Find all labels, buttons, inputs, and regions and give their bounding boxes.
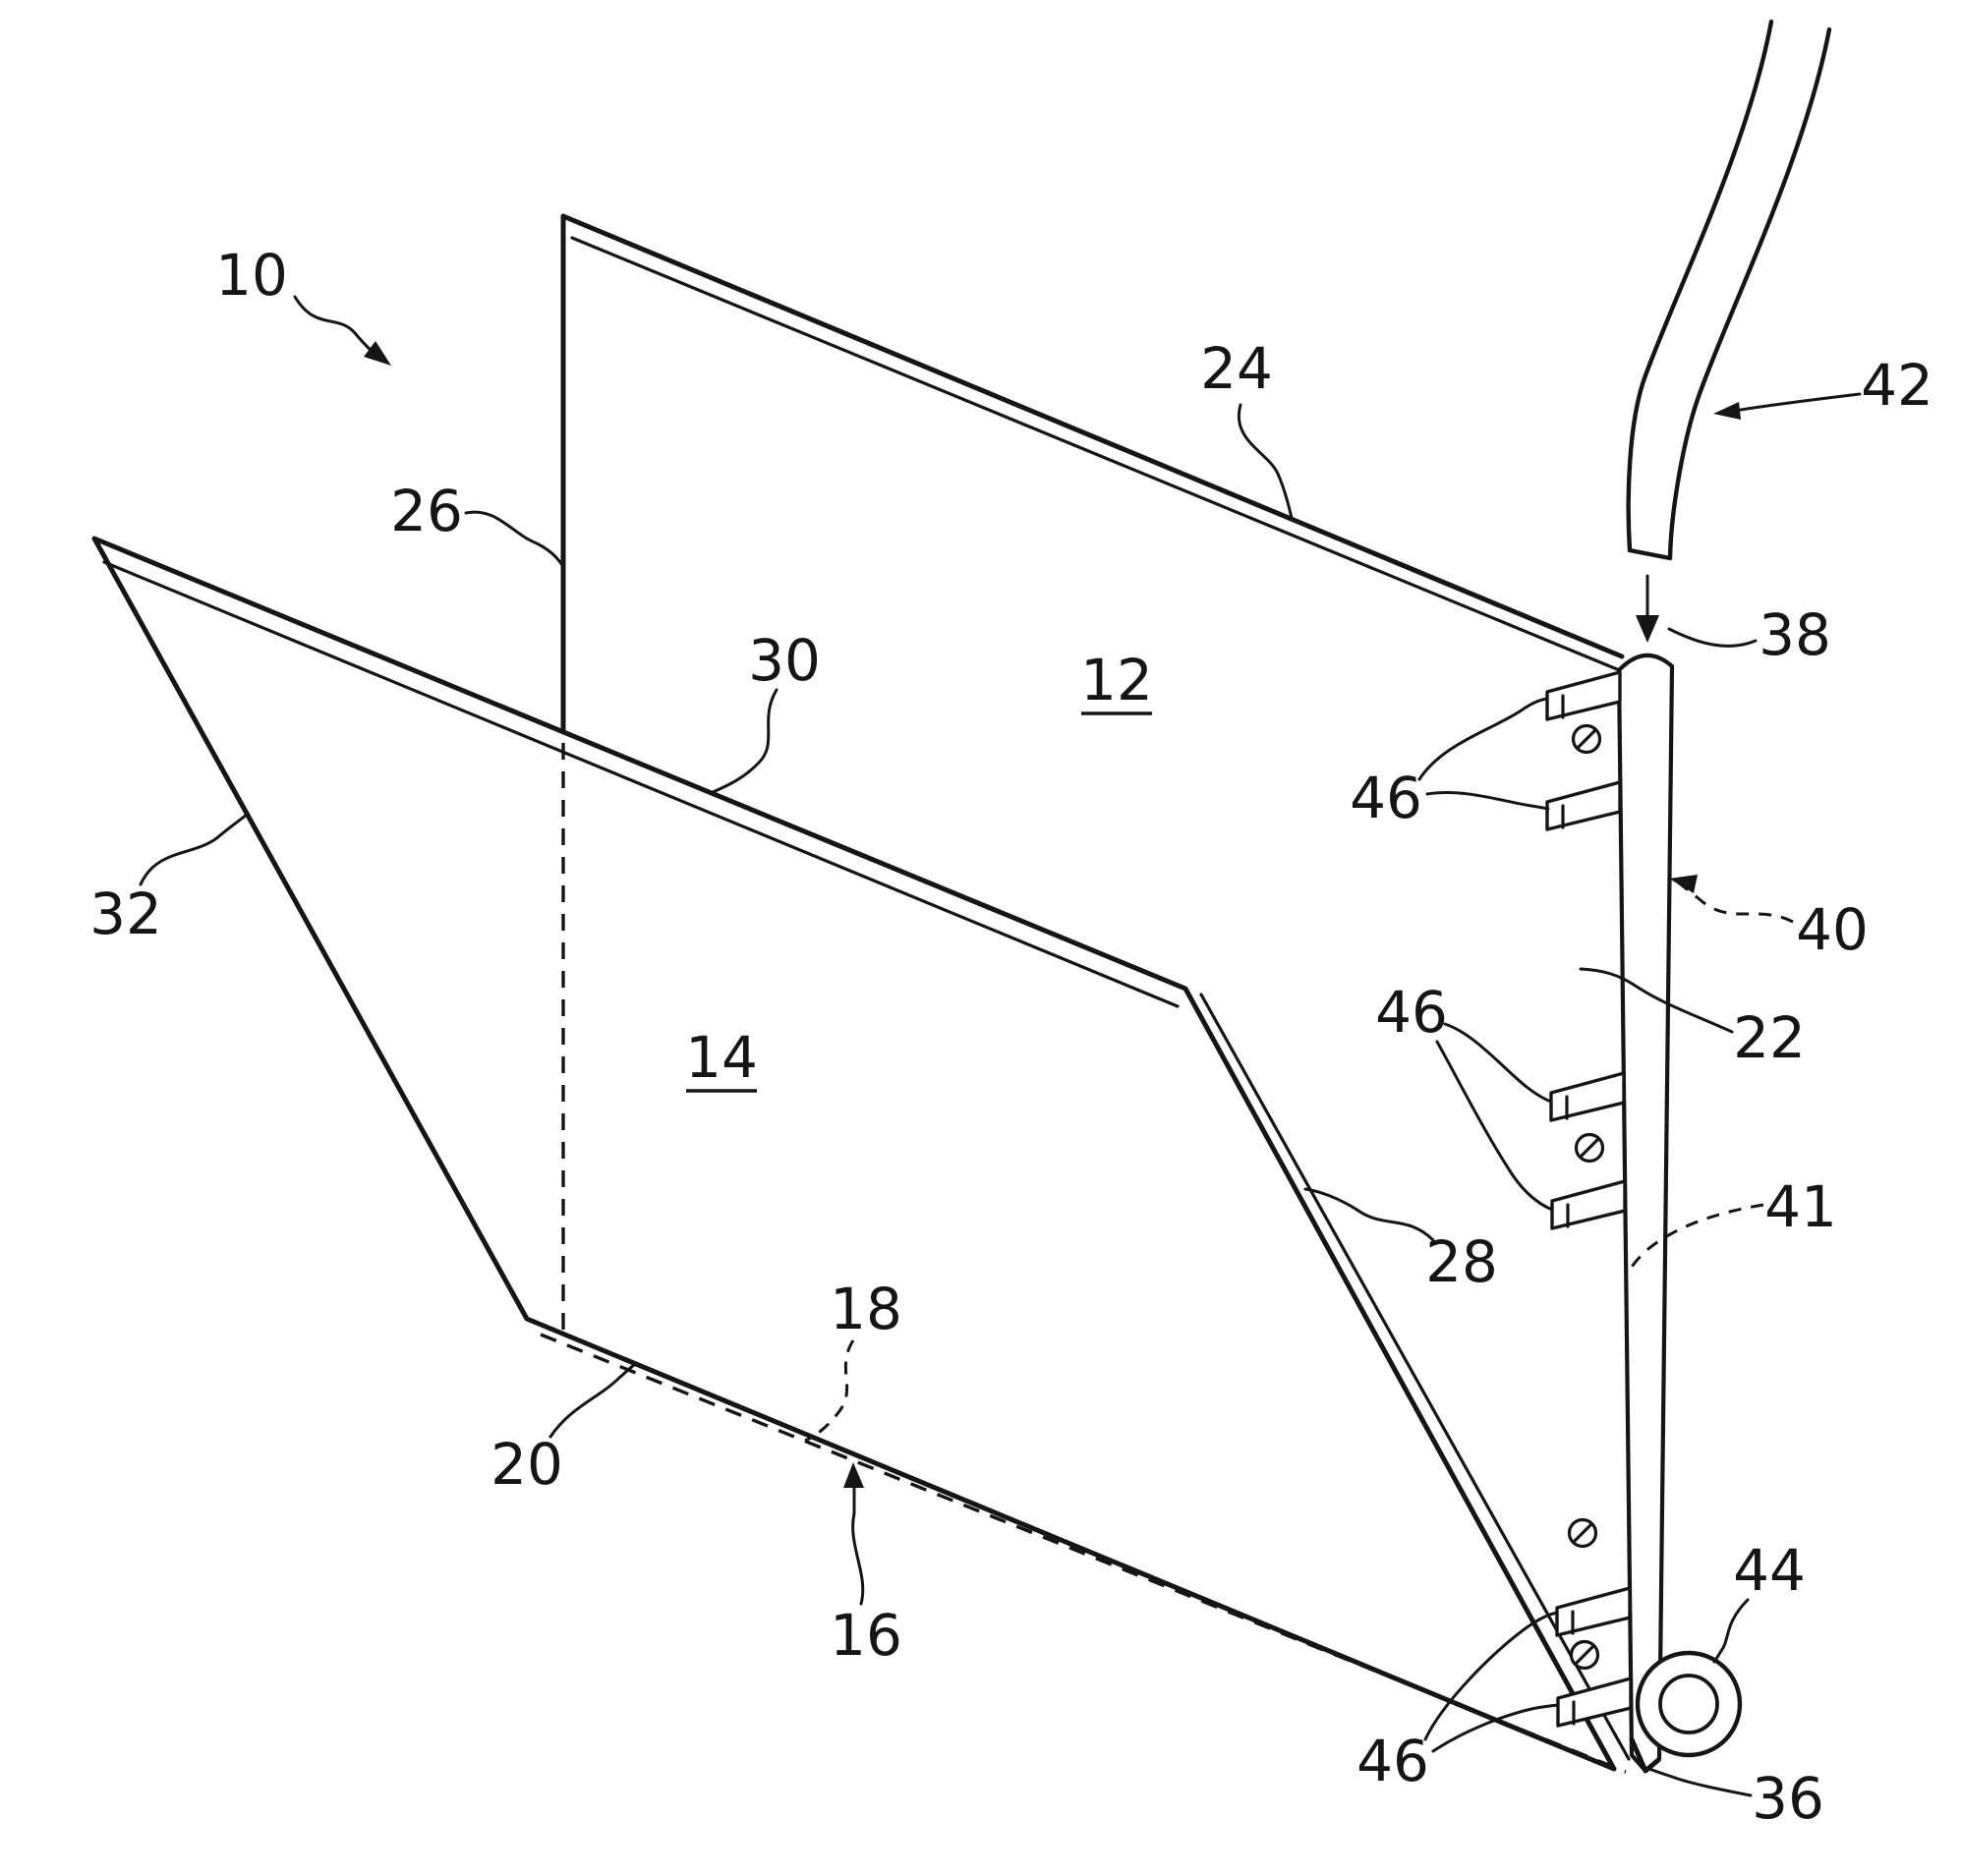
leader-46-top-a [1417, 697, 1549, 781]
leader-41 [1625, 1203, 1764, 1276]
leader-42 [1732, 392, 1862, 413]
leader-20 [548, 1363, 636, 1439]
ref-label-46-bottom: 46 [1356, 1728, 1429, 1794]
strap [1626, 19, 1832, 643]
ref-label-12: 12 [1080, 647, 1153, 713]
front-panel-face [91, 536, 1617, 1772]
leader-30 [709, 688, 779, 795]
leader-16 [851, 1484, 865, 1606]
arrowhead-42 [1713, 402, 1741, 420]
strap-end-cap [1627, 547, 1673, 561]
ref-label-16: 16 [830, 1602, 902, 1669]
ref-label-14: 14 [685, 1024, 758, 1091]
leader-28 [1303, 1187, 1435, 1242]
ref-label-26: 26 [390, 478, 463, 544]
tab-bottom-1 [1555, 1586, 1632, 1637]
tab-top-2 [1545, 780, 1622, 831]
strap-insert-arrowhead [1636, 615, 1659, 643]
leader-10 [293, 295, 378, 358]
leader-46-bottom-b [1431, 1703, 1560, 1753]
arrowhead-16 [843, 1462, 864, 1488]
ring-inner [1658, 1674, 1719, 1734]
ref-label-18: 18 [830, 1276, 902, 1342]
tab-bottom-2 [1556, 1677, 1633, 1728]
front-panel-top-edge-thickness [102, 560, 1180, 1008]
ref-label-41: 41 [1764, 1173, 1837, 1240]
tab-middle-1 [1549, 1071, 1626, 1122]
rivet-4-slot [1574, 1644, 1595, 1666]
ref-label-28: 28 [1425, 1228, 1498, 1295]
leader-46-middle-a [1443, 1022, 1553, 1104]
strap-inner-edge [1626, 19, 1774, 553]
ref-label-46-top: 46 [1350, 765, 1422, 831]
ref-label-36: 36 [1752, 1765, 1824, 1832]
reference-numerals: 10 24 42 26 38 30 12 46 32 40 46 22 14 4… [89, 242, 1933, 1832]
hidden-lines [540, 743, 1627, 1774]
leader-46-middle-b [1435, 1040, 1554, 1212]
arrowhead-10 [364, 341, 391, 366]
rear-panel-top-edge [560, 213, 1625, 659]
leader-22 [1579, 967, 1734, 1034]
rivet-1-slot [1576, 728, 1597, 750]
ref-label-22: 22 [1733, 1004, 1806, 1071]
tab-middle-2 [1550, 1179, 1627, 1230]
rivets [1567, 723, 1605, 1671]
ref-label-20: 20 [490, 1431, 563, 1498]
leader-36 [1647, 1767, 1753, 1797]
leader-26 [464, 510, 564, 567]
ref-label-24: 24 [1200, 335, 1273, 402]
spine-bottom-tip [1629, 1736, 1661, 1774]
ref-label-46-middle: 46 [1375, 979, 1448, 1046]
ref-label-42: 42 [1861, 352, 1933, 419]
tab-top-1 [1545, 670, 1622, 721]
bottom-ring [1629, 1650, 1743, 1774]
ref-label-40: 40 [1796, 896, 1869, 963]
ref-label-32: 32 [89, 881, 162, 947]
rivet-2-slot [1579, 1137, 1600, 1159]
retainer-tabs [1545, 670, 1633, 1728]
leader-46-top-b [1425, 791, 1550, 811]
leader-24 [1237, 403, 1294, 520]
leader-44 [1712, 1598, 1750, 1664]
leader-18 [804, 1339, 855, 1443]
strap-outer-edge [1667, 27, 1832, 561]
leader-32 [139, 812, 250, 886]
rivet-3-slot [1572, 1522, 1593, 1544]
rear-panel-top-edge-thickness [570, 236, 1619, 671]
ref-label-44: 44 [1733, 1537, 1806, 1604]
hidden-bottom-edge-line-18 [540, 1333, 1627, 1774]
ref-label-10: 10 [215, 242, 288, 309]
leader-38 [1667, 627, 1758, 648]
leader-lines [139, 295, 1862, 1797]
leader-46-bottom-a [1423, 1611, 1559, 1741]
ref-label-38: 38 [1759, 601, 1831, 668]
ref-label-30: 30 [748, 627, 821, 694]
arrowhead-40 [1669, 875, 1698, 893]
